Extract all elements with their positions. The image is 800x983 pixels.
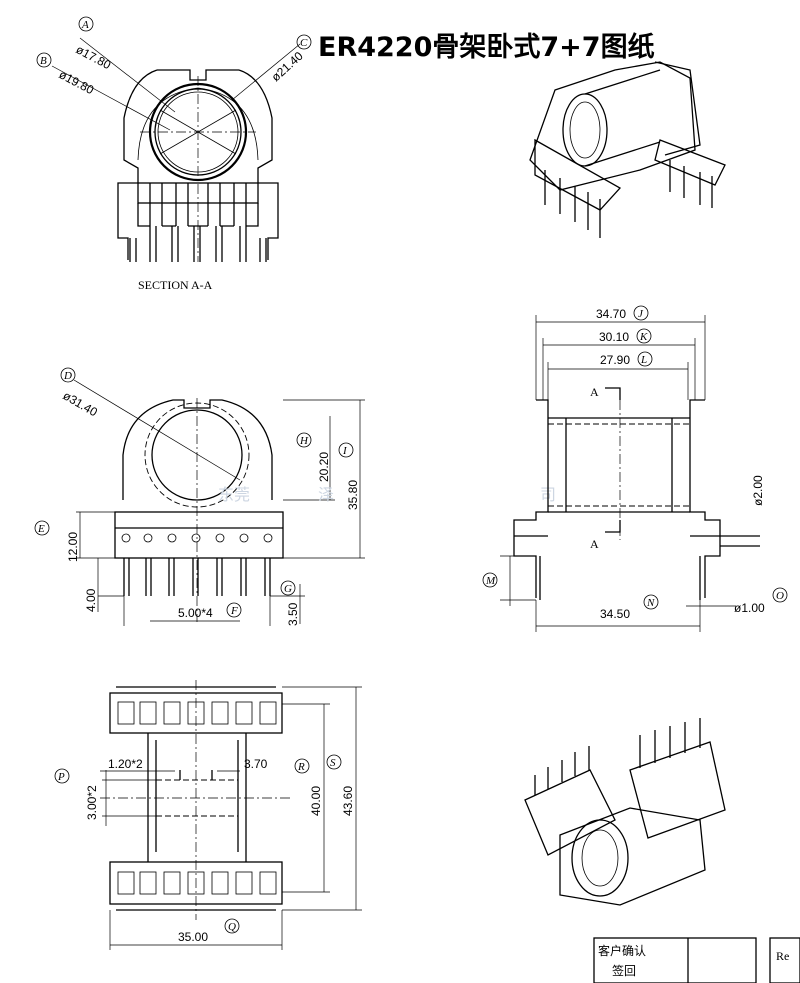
balloon-q: Q [228, 921, 236, 933]
watermark-1: 东莞 [218, 485, 250, 504]
balloon-e: E [37, 523, 45, 535]
section-marker-top: A [590, 385, 599, 399]
balloon-j: J [638, 308, 644, 320]
balloon-k: K [639, 331, 648, 343]
front-view [73, 379, 365, 626]
dim-34-50: 34.50 [600, 607, 630, 621]
balloon-f: F [230, 605, 238, 617]
drawing-title: ER4220骨架卧式7+7图纸 [318, 31, 655, 63]
watermark-2: 泽 [318, 485, 334, 504]
side-view [500, 315, 760, 632]
balloon-p: P [57, 771, 65, 783]
top-view-pins-upper [117, 701, 277, 725]
dim-20-20: 20.20 [317, 452, 331, 482]
dim-40-00: 40.00 [309, 786, 323, 816]
dim-35-00: 35.00 [178, 930, 208, 944]
balloon-d: D [63, 370, 72, 382]
isometric-view-bottom [524, 718, 726, 906]
confirm-label-1: 客户确认 [598, 943, 646, 958]
top-view [100, 680, 362, 950]
dim-3-50: 3.50 [286, 602, 300, 626]
dim-5-00x4: 5.00*4 [178, 606, 213, 620]
dim-3-00x2: 3.00*2 [85, 785, 99, 820]
balloon-l: L [640, 354, 647, 366]
revision-label: Re [776, 949, 789, 963]
dim-30-10: 30.10 [599, 330, 629, 344]
isometric-view-top [529, 61, 726, 238]
side-view-labels: 34.70 J 30.10 K 27.90 L A A ø2.00 M 34.5… [482, 305, 788, 621]
dim-34-70: 34.70 [596, 307, 626, 321]
dim-phi-19-80: ø19.80 [57, 67, 97, 97]
dim-3-70: 3.70 [244, 757, 268, 771]
dim-phi-2-00: ø2.00 [751, 475, 765, 506]
dim-phi-21-40: ø21.40 [269, 49, 306, 85]
front-view-labels: D ø31.40 H 20.20 I 35.80 E 12.00 4.00 5.… [34, 367, 556, 626]
section-a-a-view [51, 37, 301, 262]
balloon-n: N [646, 597, 655, 609]
top-view-labels: 1.20*2 3.70 P 3.00*2 R 40.00 S 43.60 35.… [54, 754, 355, 944]
section-label: SECTION A-A [138, 278, 213, 292]
top-view-pins-lower [117, 871, 277, 895]
balloon-s: S [330, 757, 336, 769]
balloon-c: C [300, 37, 308, 49]
dim-phi-17-80: ø17.80 [74, 42, 114, 72]
dim-12-00: 12.00 [66, 532, 80, 562]
dim-35-80: 35.80 [346, 480, 360, 510]
balloon-g: G [284, 583, 292, 595]
balloon-r: R [297, 761, 305, 773]
balloon-i: I [342, 445, 348, 457]
dim-phi-31-40: ø31.40 [61, 388, 101, 419]
dim-1-20x2: 1.20*2 [108, 757, 143, 771]
dim-4-00: 4.00 [84, 588, 98, 612]
balloon-h: H [299, 435, 309, 447]
approval-table: 客户确认 签回 Re [593, 937, 800, 983]
dim-43-60: 43.60 [341, 786, 355, 816]
confirm-label-2: 签回 [612, 963, 636, 978]
dim-phi-1-00: ø1.00 [734, 601, 765, 615]
section-marker-bottom: A [590, 537, 599, 551]
balloon-b: B [40, 55, 47, 67]
balloon-m: M [485, 575, 496, 587]
section-a-a-labels: A ø17.80 B ø19.80 C ø21.40 SECTION A-A [36, 16, 312, 292]
balloon-a: A [81, 19, 89, 31]
front-pin-holes [121, 533, 273, 543]
dim-27-90: 27.90 [600, 353, 630, 367]
balloon-o: O [776, 590, 784, 602]
